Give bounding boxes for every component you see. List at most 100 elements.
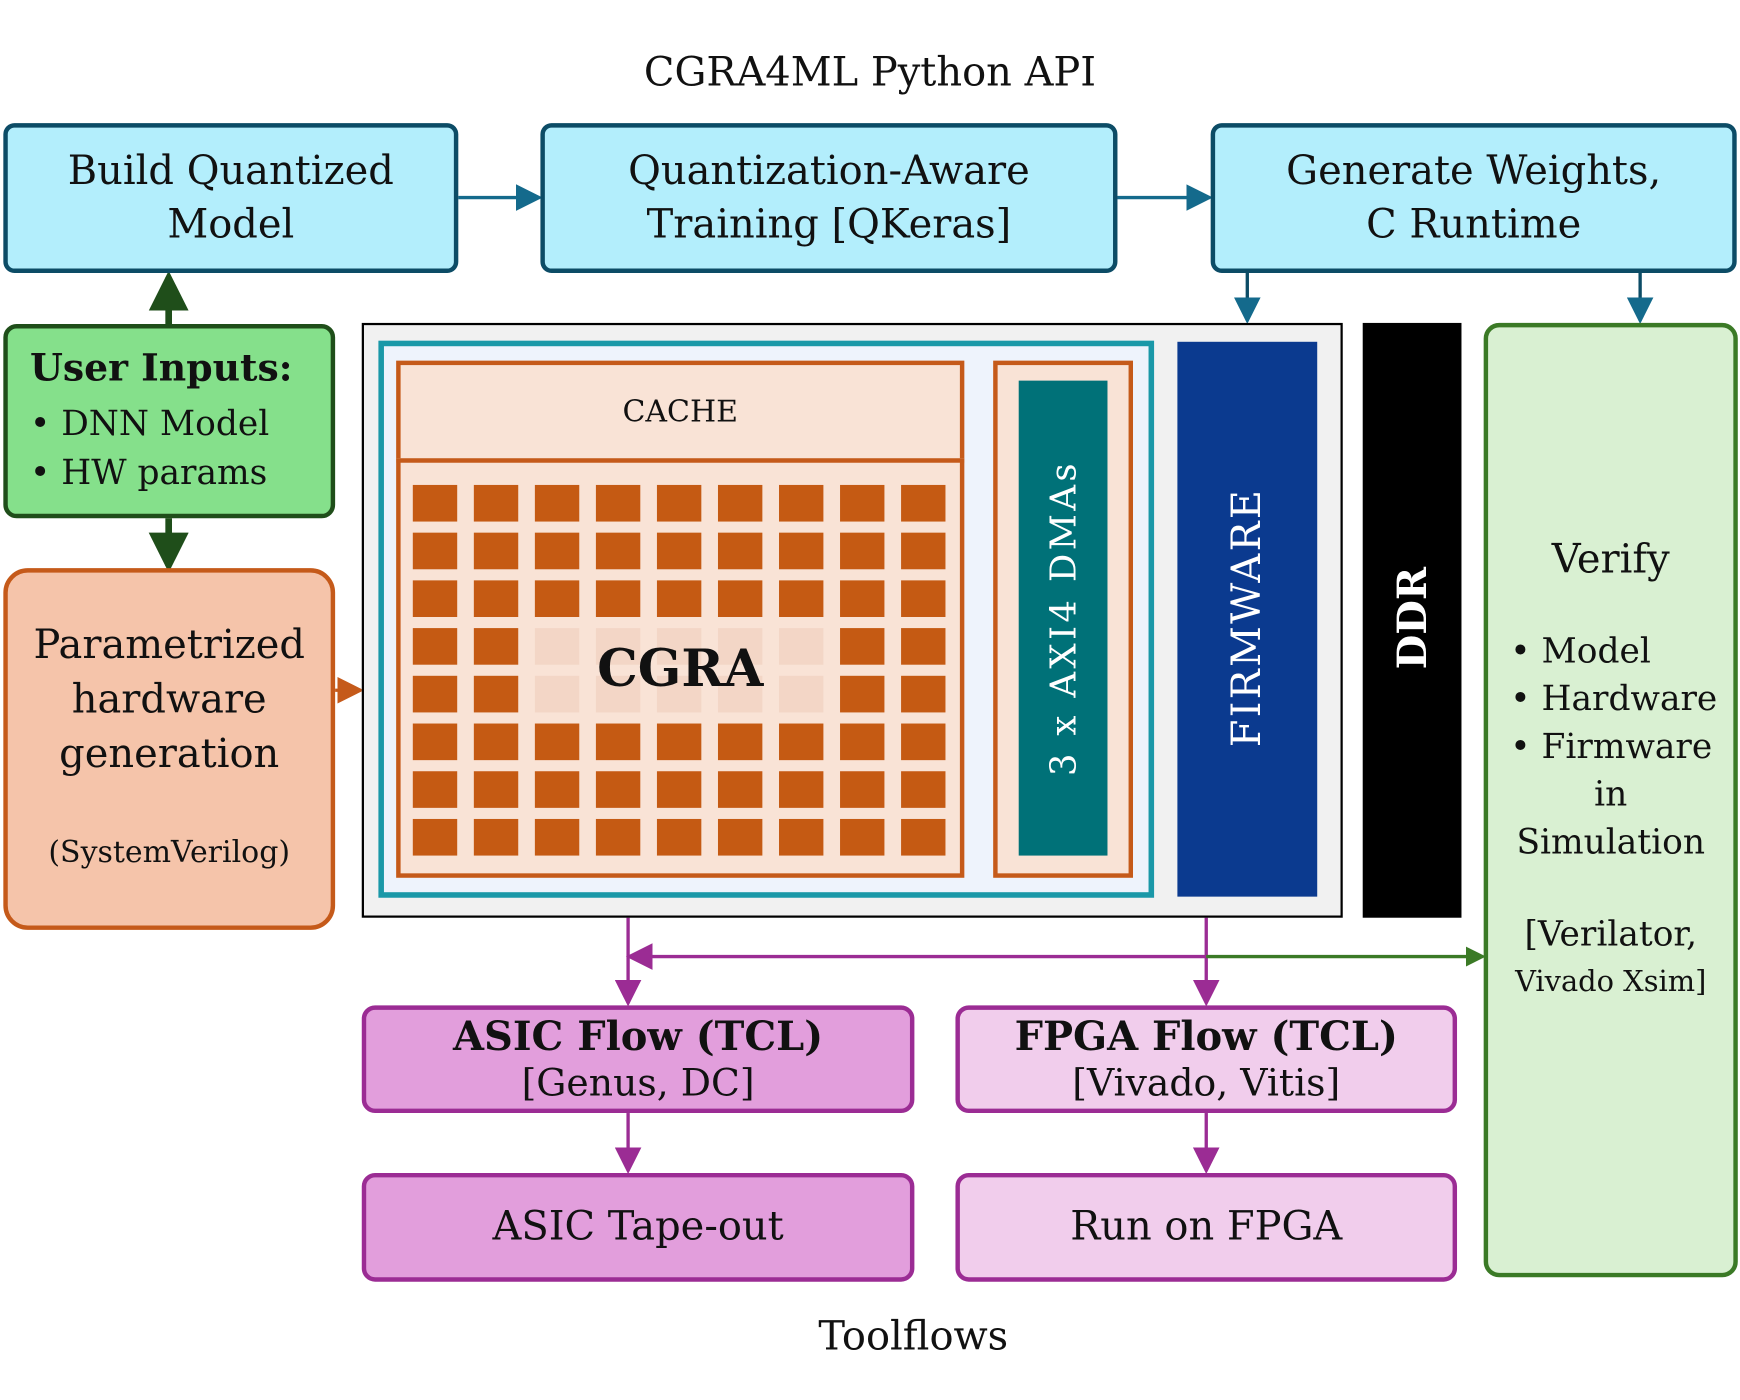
processing-element (656, 628, 702, 665)
processing-element (901, 532, 946, 570)
label: DNN Model (61, 403, 270, 444)
firmware-block: FIRMWARE (1177, 341, 1318, 897)
processing-element (656, 532, 702, 570)
processing-element (779, 628, 824, 665)
verify-title: Verify (1551, 537, 1670, 583)
processing-element (840, 580, 885, 617)
processing-element (412, 532, 458, 570)
toolflows-label: Toolflows (818, 1313, 1009, 1360)
processing-element (656, 818, 702, 856)
dma-block: 3 x AXI4 DMAs (1018, 380, 1108, 856)
api-title: CGRA4ML Python API (643, 49, 1097, 96)
processing-element (840, 628, 885, 665)
label: Parametrized (33, 622, 305, 669)
processing-element (717, 532, 763, 570)
label: DDR (1389, 566, 1436, 670)
processing-element (473, 580, 519, 617)
processing-element (656, 723, 702, 761)
processing-element (717, 628, 763, 665)
processing-element (595, 580, 641, 617)
processing-element (534, 580, 580, 617)
processing-element (412, 818, 458, 856)
label: (SystemVerilog) (48, 835, 291, 871)
verify-item: • Model (1510, 631, 1651, 672)
processing-element (717, 723, 763, 761)
label: in (1594, 774, 1628, 815)
label: Hardware (1541, 679, 1718, 720)
processing-element (656, 771, 702, 808)
processing-element (840, 675, 885, 713)
processing-element (840, 771, 885, 808)
label: [Genus, DC] (521, 1060, 755, 1105)
processing-element (656, 675, 702, 713)
label: Build Quantized (67, 148, 394, 194)
label: Run on FPGA (1070, 1204, 1343, 1250)
processing-element (534, 771, 580, 808)
label: [Verilator, (1524, 914, 1698, 955)
processing-element (473, 818, 519, 856)
verify-item: • Hardware (1510, 679, 1718, 720)
label: ASIC Tape-out (492, 1204, 784, 1250)
user-input-item: • HW params (29, 452, 268, 493)
processing-element (779, 723, 824, 761)
fpga-flow-box: FPGA Flow (TCL) [Vivado, Vitis] (955, 1005, 1458, 1114)
label: FIRMWARE (1224, 487, 1271, 748)
processing-element (473, 532, 519, 570)
processing-element (595, 723, 641, 761)
label: Model (167, 201, 295, 247)
processing-element (412, 580, 458, 617)
processing-element (779, 675, 824, 713)
processing-element (901, 675, 946, 713)
processing-element (473, 723, 519, 761)
label: HW params (61, 452, 268, 493)
processing-element (717, 580, 763, 617)
label: ASIC Flow (TCL) (453, 1012, 824, 1060)
processing-element (595, 771, 641, 808)
label: 3 x AXI4 DMAs (1042, 460, 1085, 777)
processing-element (473, 771, 519, 808)
processing-element (595, 628, 641, 665)
hwgen-box: Parametrized hardware generation (System… (3, 568, 336, 930)
cache-block: CACHE (396, 360, 965, 463)
processing-element (779, 484, 824, 522)
processing-element (840, 818, 885, 856)
label: Training [QKeras] (646, 201, 1012, 247)
label: [Vivado, Vitis] (1072, 1060, 1341, 1105)
processing-element (595, 532, 641, 570)
processing-element (656, 484, 702, 522)
processing-element (412, 484, 458, 522)
label: Generate Weights, (1286, 148, 1662, 194)
verify-box: Verify • Model • Hardware • Firmware in … (1483, 322, 1738, 1278)
label: C Runtime (1366, 201, 1582, 247)
processing-element (412, 675, 458, 713)
processing-element (717, 818, 763, 856)
processing-element (412, 771, 458, 808)
user-inputs-heading: User Inputs: (29, 346, 293, 391)
processing-element (901, 484, 946, 522)
label: hardware (71, 676, 267, 723)
label: Vivado Xsim] (1515, 965, 1707, 999)
label: Firmware (1541, 726, 1713, 767)
processing-element (901, 818, 946, 856)
ddr-block: DDR (1362, 322, 1462, 918)
label: generation (59, 731, 280, 777)
processing-element (534, 532, 580, 570)
processing-element (534, 818, 580, 856)
processing-element (840, 532, 885, 570)
processing-element (901, 771, 946, 808)
processing-element (779, 771, 824, 808)
processing-element (840, 484, 885, 522)
asic-flow-box: ASIC Flow (TCL) [Genus, DC] (361, 1005, 915, 1114)
processing-element (534, 723, 580, 761)
run-fpga-box: Run on FPGA (955, 1172, 1458, 1282)
user-inputs-box: User Inputs: • DNN Model • HW params (3, 324, 336, 519)
label: FPGA Flow (TCL) (1014, 1012, 1398, 1060)
processing-element (412, 723, 458, 761)
processing-element (901, 580, 946, 617)
processing-element (779, 818, 824, 856)
processing-element (840, 723, 885, 761)
